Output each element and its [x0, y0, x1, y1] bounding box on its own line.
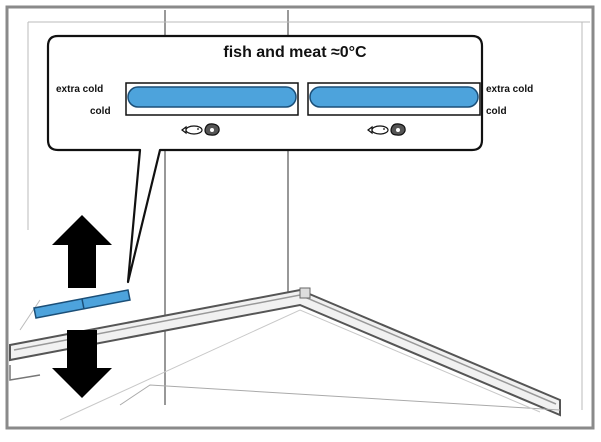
left-extra-cold-label: extra cold: [56, 84, 104, 95]
right-humidity-slider: [307, 82, 481, 116]
right-cold-label: cold: [486, 106, 507, 117]
panel-line: [19, 299, 41, 331]
meat-icon: [390, 123, 406, 136]
arrow-down-icon: [52, 330, 112, 398]
left-cold-label: cold: [90, 106, 111, 117]
left-humidity-slider: [125, 82, 299, 116]
right-extra-cold-label: extra cold: [486, 84, 534, 95]
callout-title: fish and meat ≈0°C: [223, 44, 367, 61]
arrow-up-icon: [52, 215, 112, 288]
drawer-humidity-slider: [33, 289, 131, 319]
fish-icon: [181, 125, 203, 135]
meat-icon: [204, 123, 220, 136]
crisper-drawer: [9, 287, 561, 421]
fish-icon: [367, 125, 389, 135]
